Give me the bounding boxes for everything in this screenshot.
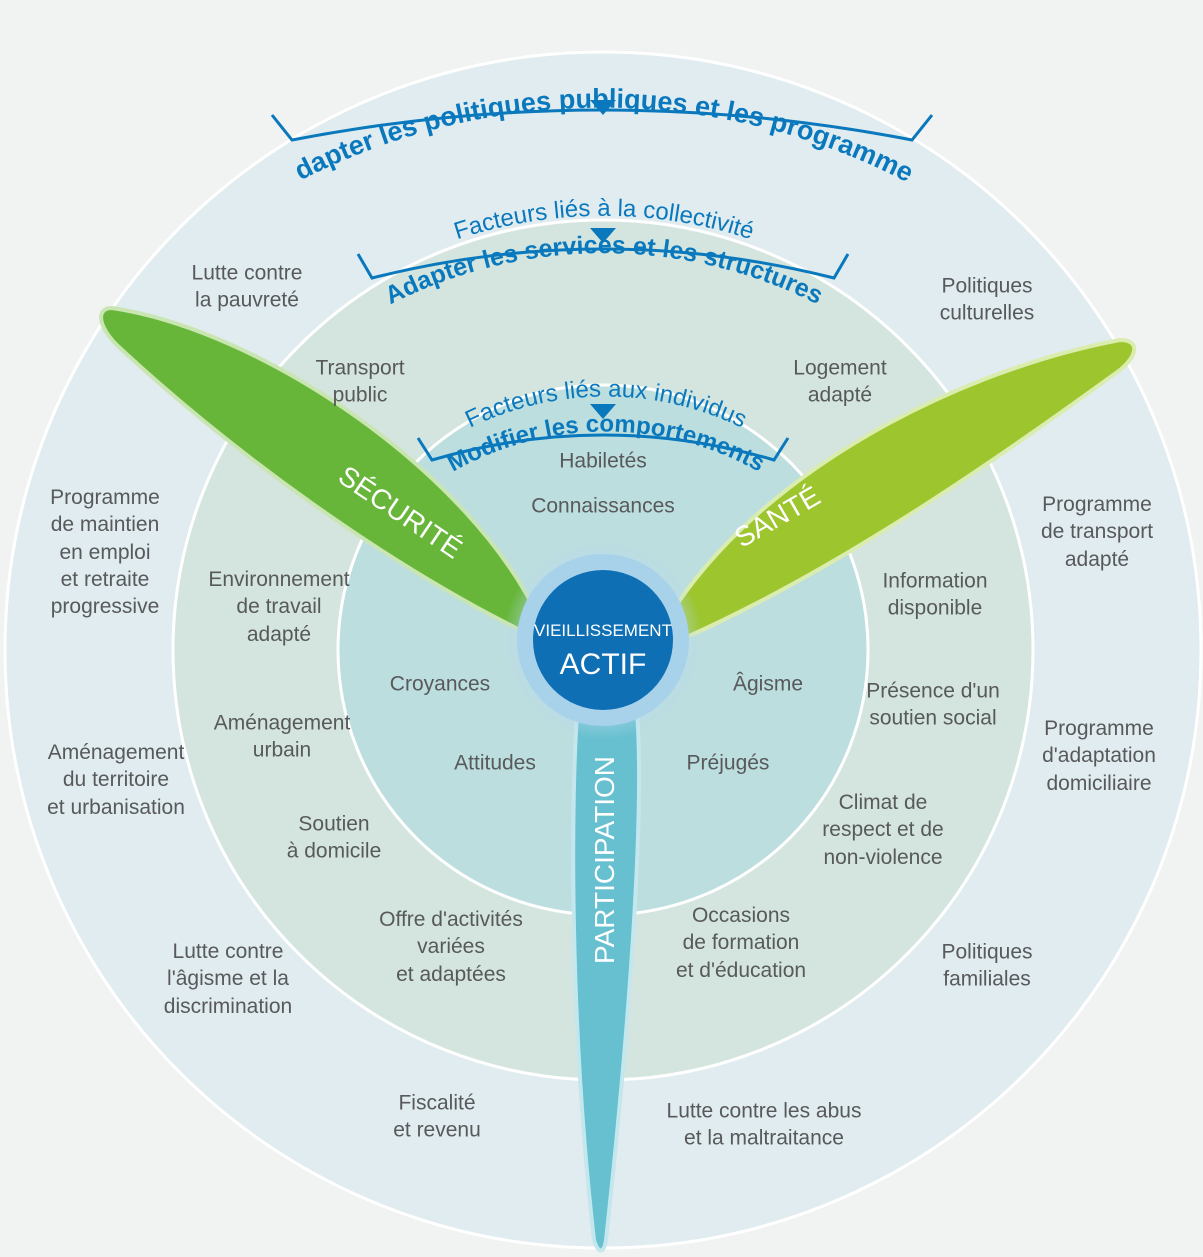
label-line: du territoire [62,768,170,792]
label-line: Habiletés [559,449,647,473]
label-line: Lutte contre [191,261,303,285]
middle-pointer-icon [590,228,616,243]
label-line: Programme [1044,717,1154,741]
label-line: disponible [887,597,983,620]
ring-outer-label: Fiscalité et revenu [393,1090,481,1145]
label-line: Connaissances [531,494,675,518]
label-line: de transport [1040,520,1154,544]
ring-inner-label: Croyances [390,670,490,697]
label-line: de travail [236,595,322,619]
label-line: Fiscalité [398,1091,476,1115]
label-line: et adaptées [396,962,506,986]
label-line: et d'éducation [675,958,807,982]
ring-middle-label: Soutien à domicile [287,811,382,866]
label-line: non-violence [823,845,943,869]
label-line: et urbanisation [47,795,185,819]
label-line: progressive [50,594,160,618]
label-line: en emploi [59,540,151,564]
ring-inner-label: Âgisme [733,670,803,697]
label-line: public [332,384,388,407]
ring-middle-label: Offre d'activités variées et adaptées [379,906,523,988]
label-line: à domicile [286,840,382,863]
label-line: Offre d'activités [379,908,523,932]
label-line: Programme [1042,493,1152,517]
label-line: Environnement [208,568,350,592]
ring-middle-label: Information disponible [882,568,987,623]
label-line: culturelles [939,302,1035,325]
label-line: Politiques [941,274,1033,298]
label-line: Soutien [298,812,370,836]
ring-outer-label: Programme de maintien en emploi et retraite… [50,484,160,620]
label-line: Aménagement [47,741,185,765]
label-line: familiales [943,968,1031,991]
label-line: l'âgisme et la [167,967,289,991]
label-line: urbain [252,739,312,762]
label-line: Transport [315,356,405,380]
label-line: Présence d'un [866,679,1000,703]
blade-bottom: PARTICIPATION [571,698,642,1253]
middle-bracket [356,247,850,280]
label-line: Occasions [691,904,791,928]
ring-outer-label: Aménagement du territoire et urbanisation [47,739,185,821]
inner-bracket [416,433,790,462]
ring-outer-label: Lutte contre l'âgisme et la discrimination [164,938,292,1020]
ring-middle-label: Environnement de travail adapté [208,566,349,648]
label-line: Aménagement [213,711,351,735]
ring-middle-label: Transport public [315,355,404,410]
blade-bottom-label: PARTICIPATION [589,756,620,964]
label-line: variées [417,935,485,959]
label-line: discrimination [163,994,293,1018]
label-line: adapté [1064,547,1130,571]
ring-middle-label: Aménagement urbain [214,710,351,765]
label-line: Lutte contre les abus [666,1099,862,1123]
ring-middle-label: Présence d'un soutien social [866,678,1000,733]
ring-outer-label: Programme d'adaptation domiciliaire [1042,715,1156,797]
label-line: d'adaptation [1042,744,1156,768]
label-line: respect et de [822,818,944,842]
label-line: domiciliaire [1046,771,1152,795]
label-line: la pauvreté [195,289,299,312]
label-line: adapté [246,622,312,646]
ring-inner-label: Attitudes [454,749,536,776]
inner-pointer-icon [590,404,616,419]
ring-outer-label: Lutte contre les abus et la maltraitance [667,1098,862,1153]
ring-inner-label: Connaissances [531,492,675,519]
ring-inner-label: Préjugés [687,749,770,776]
ring-middle-label: Occasions de formation et d'éducation [676,902,806,984]
label-line: Politiques [941,940,1033,964]
center-hub [533,570,673,710]
ring-outer-label: Politiques familiales [941,939,1032,994]
label-line: Logement [793,356,887,380]
label-line: Programme [50,485,160,509]
ring-outer-label: Lutte contre la pauvreté [192,260,303,315]
label-line: et revenu [393,1119,481,1142]
ring-outer-label: Politiques culturelles [940,273,1035,328]
label-line: et retraite [60,567,150,591]
ring-outer-label: Programme de transport adapté [1041,491,1153,573]
label-line: Lutte contre [172,940,284,964]
label-line: Information [882,569,988,593]
label-line: de formation [682,931,800,955]
label-line: adapté [807,384,873,407]
label-line: Attitudes [454,751,536,775]
outer-pointer-icon [590,100,616,115]
ring-middle-label: Climat de respect et de non-violence [822,789,943,871]
ring-middle-label: Logement adapté [793,355,886,410]
label-line: soutien social [869,707,997,730]
center-line2: ACTIF [560,648,647,681]
label-line: Climat de [838,791,928,815]
label-line: Préjugés [686,751,770,775]
label-line: de maintien [50,513,160,537]
label-line: Croyances [389,672,491,696]
ring-inner-label: Habiletés [559,447,647,474]
label-line: Âgisme [732,672,804,696]
center-line1: VIEILLISSEMENT [534,621,672,640]
label-line: et la maltraitance [684,1127,844,1150]
